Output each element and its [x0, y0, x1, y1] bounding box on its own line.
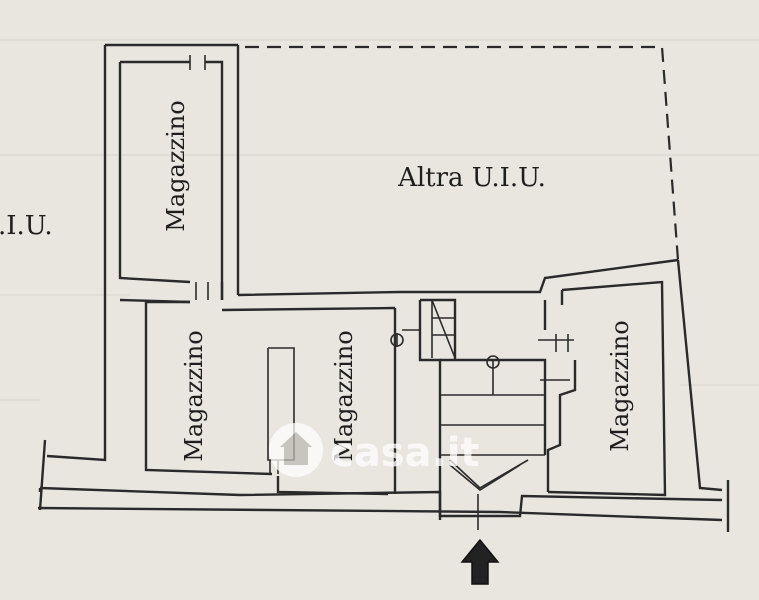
- left-storage-walls: [46, 43, 240, 462]
- room-label-bottom-middle: Magazzino: [330, 330, 358, 461]
- room-label-top-left: Magazzino: [162, 100, 190, 231]
- entrance-arrow-icon: [460, 538, 500, 585]
- watermark-text: casa.it: [330, 430, 480, 476]
- room-label-bottom-left: Magazzino: [180, 330, 208, 461]
- room-label-right: Magazzino: [606, 320, 634, 451]
- stair-block: [418, 298, 574, 520]
- street-wall: [37, 439, 730, 532]
- right-storage-walls: [546, 259, 723, 497]
- watermark: casa.it: [269, 423, 480, 477]
- bottom-middle-storage-walls: [390, 308, 420, 494]
- house-icon: [269, 423, 323, 477]
- other-unit-label: Altra U.I.U.: [397, 163, 546, 193]
- paper-lines: [0, 39, 759, 401]
- other-unit-left-label: .I.U.: [0, 211, 53, 241]
- bottom-left-storage-walls: [144, 300, 389, 496]
